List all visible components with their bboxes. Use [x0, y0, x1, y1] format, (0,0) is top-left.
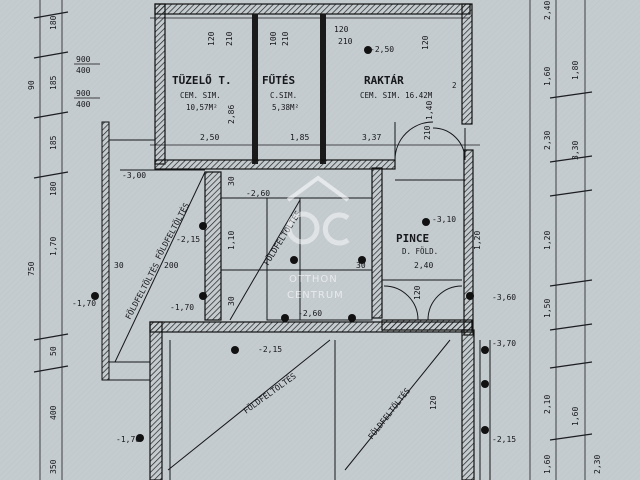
svg-text:1,85: 1,85: [290, 133, 309, 142]
svg-text:-1,70: -1,70: [170, 303, 194, 312]
dimension-lines: [33, 0, 593, 480]
svg-text:210: 210: [423, 125, 432, 140]
svg-text:350: 350: [49, 459, 58, 474]
svg-text:900: 900: [76, 55, 91, 64]
svg-text:30: 30: [114, 261, 124, 270]
svg-text:180: 180: [49, 181, 58, 196]
door-swings: [383, 121, 466, 321]
inner-dimension-labels: 30 1,10 200 30 30 2,40 30 1,20 2,86 120 …: [114, 101, 482, 410]
room-futes: FŰTÉS C.SIM. 5,38M²: [262, 73, 299, 112]
svg-text:-2,60: -2,60: [298, 309, 322, 318]
svg-text:2,40: 2,40: [543, 1, 552, 20]
room-area: 5,38M²: [272, 103, 299, 112]
room-floor: C.SIM.: [270, 91, 297, 100]
svg-text:30: 30: [227, 296, 236, 306]
svg-text:210: 210: [281, 31, 290, 46]
svg-text:210: 210: [225, 31, 234, 46]
svg-text:1,20: 1,20: [543, 231, 552, 250]
room-number: 2: [452, 81, 457, 90]
svg-text:2,30: 2,30: [543, 131, 552, 150]
room-name: RAKTÁR: [364, 74, 404, 87]
svg-text:120: 120: [429, 395, 438, 410]
svg-text:3,37: 3,37: [362, 133, 381, 142]
level-labels: -2,50 -3,00 -2,60 -2,15 -1,70 -1,70 -2,6…: [72, 45, 516, 444]
svg-text:100: 100: [269, 31, 278, 46]
opening-labels: 120 210 100 210 120 210 120 210 120: [207, 25, 432, 300]
room-floor: CEM. SIM. 16.42M: [360, 91, 433, 100]
svg-text:-3,10: -3,10: [432, 215, 456, 224]
svg-text:-2,50: -2,50: [370, 45, 394, 54]
svg-text:30: 30: [356, 261, 366, 270]
left-dimension-chain: 180 185 90 185 180 750 1,70 50 400 350: [27, 15, 58, 474]
svg-text:1,10: 1,10: [227, 231, 236, 250]
svg-text:-2,15: -2,15: [176, 235, 200, 244]
svg-text:1,50: 1,50: [543, 299, 552, 318]
svg-text:1,60: 1,60: [543, 67, 552, 86]
watermark-line-1: OTTHON: [289, 274, 338, 285]
svg-text:2,40: 2,40: [414, 261, 433, 270]
level-markers: [91, 46, 489, 442]
outline-lines: [109, 139, 491, 480]
svg-text:90: 90: [27, 80, 36, 90]
svg-text:1,40: 1,40: [425, 101, 434, 120]
room-pince: PINCE D. FÖLD.: [396, 232, 438, 256]
svg-text:120: 120: [207, 31, 216, 46]
fraction-label: 900 400: [74, 89, 100, 109]
svg-text:1,20: 1,20: [473, 231, 482, 250]
svg-text:-2,60: -2,60: [246, 189, 270, 198]
svg-text:750: 750: [27, 261, 36, 276]
svg-text:120: 120: [334, 25, 349, 34]
svg-text:120: 120: [413, 285, 422, 300]
right-dimension-chain: 2,40 1,60 2,30 1,20 1,50 2,10 1,60 2,30 …: [543, 1, 602, 474]
svg-text:400: 400: [49, 405, 58, 420]
svg-text:900: 900: [76, 89, 91, 98]
svg-text:180: 180: [49, 15, 58, 30]
svg-text:400: 400: [76, 100, 91, 109]
room-floor: CEM. SIM.: [180, 91, 221, 100]
svg-text:50: 50: [49, 346, 58, 356]
svg-text:210: 210: [338, 37, 353, 46]
svg-text:185: 185: [49, 135, 58, 150]
svg-text:1,80: 1,80: [571, 61, 580, 80]
svg-text:1,70: 1,70: [49, 237, 58, 256]
svg-text:2,86: 2,86: [227, 105, 236, 124]
svg-text:30: 30: [227, 176, 236, 186]
walls: [101, 3, 475, 480]
svg-text:2,30: 2,30: [593, 455, 602, 474]
svg-text:400: 400: [76, 66, 91, 75]
room-area: 10,57M²: [186, 103, 218, 112]
svg-text:2,50: 2,50: [200, 133, 219, 142]
svg-text:1,60: 1,60: [571, 407, 580, 426]
svg-text:200: 200: [164, 261, 179, 270]
svg-text:120: 120: [421, 35, 430, 50]
room-name: TÜZELŐ T.: [172, 73, 232, 87]
room-name: PINCE: [396, 232, 429, 245]
svg-text:-2,15: -2,15: [258, 345, 282, 354]
svg-text:-3,60: -3,60: [492, 293, 516, 302]
svg-text:1,60: 1,60: [543, 455, 552, 474]
svg-text:185: 185: [49, 75, 58, 90]
watermark-line-2: CENTRUM: [287, 290, 344, 301]
svg-text:-2,15: -2,15: [492, 435, 516, 444]
svg-text:-1,70: -1,70: [72, 299, 96, 308]
svg-text:2,10: 2,10: [543, 395, 552, 414]
top-dimension-chain: 2,50 1,85 3,37: [200, 133, 381, 142]
svg-text:-3,70: -3,70: [492, 339, 516, 348]
watermark-logo: OTTHON CENTRUM: [286, 175, 350, 301]
room-tuzelo: TÜZELŐ T. CEM. SIM. 10,57M²: [172, 73, 232, 112]
svg-text:-1,70: -1,70: [116, 435, 140, 444]
svg-text:-3,00: -3,00: [122, 171, 146, 180]
fraction-label: 900 400: [74, 55, 100, 75]
room-floor: D. FÖLD.: [402, 247, 438, 256]
svg-text:3,30: 3,30: [571, 141, 580, 160]
room-name: FŰTÉS: [262, 73, 295, 87]
room-raktar: RAKTÁR 2 CEM. SIM. 16.42M: [360, 74, 457, 100]
